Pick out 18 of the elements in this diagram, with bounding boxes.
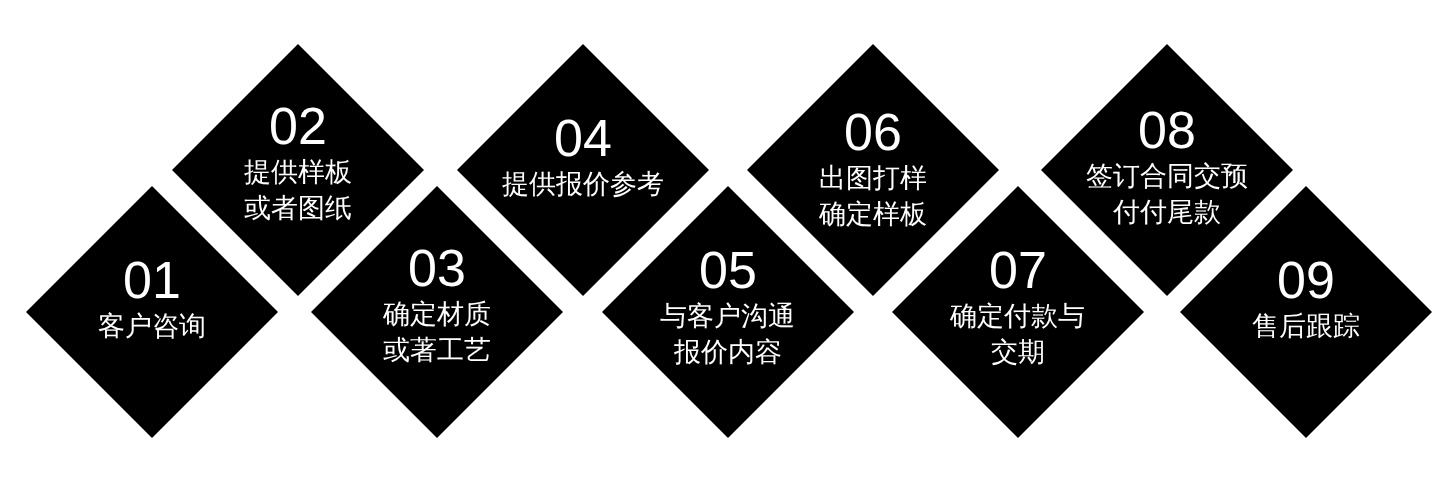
step-label: 与客户沟通报价内容 [659,299,797,369]
step-number: 01 [123,252,181,308]
step-number: 07 [989,242,1047,298]
step-label: 签订合同交预付付尾款 [1085,159,1249,229]
step-number: 08 [1138,102,1196,158]
step-label: 提供报价参考 [502,167,664,201]
step-number: 04 [554,110,612,166]
step-number: 02 [269,98,327,154]
step-number: 09 [1277,252,1335,308]
step-label: 确定付款与交期 [949,299,1087,369]
step-label: 客户咨询 [98,309,206,343]
step-number: 06 [844,104,902,160]
step-number: 03 [408,240,466,296]
step-label: 售后跟踪 [1252,309,1360,343]
step-label: 提供样板或者图纸 [243,155,353,225]
step-number: 05 [699,242,757,298]
step-label: 确定材质或著工艺 [382,297,492,367]
step-label: 出图打样确定样板 [818,161,928,231]
